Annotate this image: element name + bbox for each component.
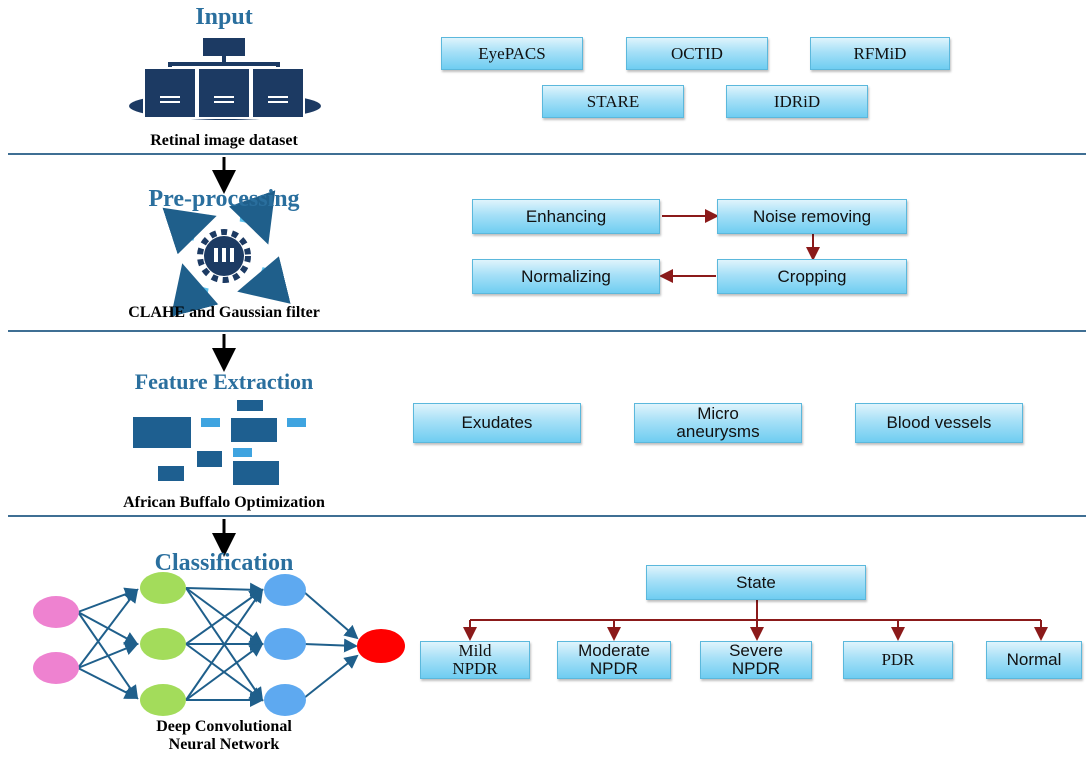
state-tree <box>463 600 1048 641</box>
neural-network-icon <box>77 582 359 707</box>
classification-title: Classification <box>154 550 294 576</box>
nn-nodes <box>33 572 405 716</box>
class-severe-line2: NPDR <box>731 659 781 678</box>
step-box-enhancing: Enhancing <box>472 199 660 234</box>
input-title: Input <box>195 4 253 30</box>
class-box-mild-npdr: Mild NPDR <box>420 641 530 679</box>
class-moderate-line1: Moderate <box>578 641 650 660</box>
dataset-box-rfmid: RFMiD <box>810 37 950 70</box>
feature-blocks-icon <box>133 400 306 485</box>
step-box-cropping: Cropping <box>717 259 907 294</box>
feature-box-microaneurysms: Micro aneurysms <box>634 403 802 443</box>
feature-caption: African Buffalo Optimization <box>123 494 325 511</box>
classification-caption-line1: Deep Convolutional <box>156 718 292 735</box>
class-box-pdr: PDR <box>843 641 953 679</box>
class-moderate-line2: NPDR <box>589 659 639 678</box>
class-mild-line2: NPDR <box>452 659 498 678</box>
dataset-box-idrid: IDRiD <box>726 85 868 118</box>
dataset-box-eyepacs: EyePACS <box>441 37 583 70</box>
classification-caption-line2: Neural Network <box>168 736 280 753</box>
step-box-noise-removing: Noise removing <box>717 199 907 234</box>
class-box-moderate-npdr: Moderate NPDR <box>557 641 671 679</box>
feature-box-exudates: Exudates <box>413 403 581 443</box>
preprocessing-title: Pre-processing <box>148 186 300 212</box>
feature-box-blood-vessels: Blood vessels <box>855 403 1023 443</box>
dataset-box-stare: STARE <box>542 85 684 118</box>
dataset-box-octid: OCTID <box>626 37 768 70</box>
gear-cycle-icon <box>162 190 291 317</box>
feature-box-microaneurysms-line2: aneurysms <box>676 422 760 441</box>
class-box-normal: Normal <box>986 641 1082 679</box>
class-box-severe-npdr: Severe NPDR <box>700 641 812 679</box>
state-box: State <box>646 565 866 600</box>
class-severe-line1: Severe <box>729 641 783 660</box>
feature-title: Feature Extraction <box>134 369 314 394</box>
preprocessing-caption: CLAHE and Gaussian filter <box>128 304 320 321</box>
input-caption: Retinal image dataset <box>150 132 298 149</box>
class-mild-line1: Mild <box>458 641 492 660</box>
server-icon <box>129 38 321 120</box>
feature-box-microaneurysms-line1: Micro <box>697 404 739 423</box>
step-box-normalizing: Normalizing <box>472 259 660 294</box>
